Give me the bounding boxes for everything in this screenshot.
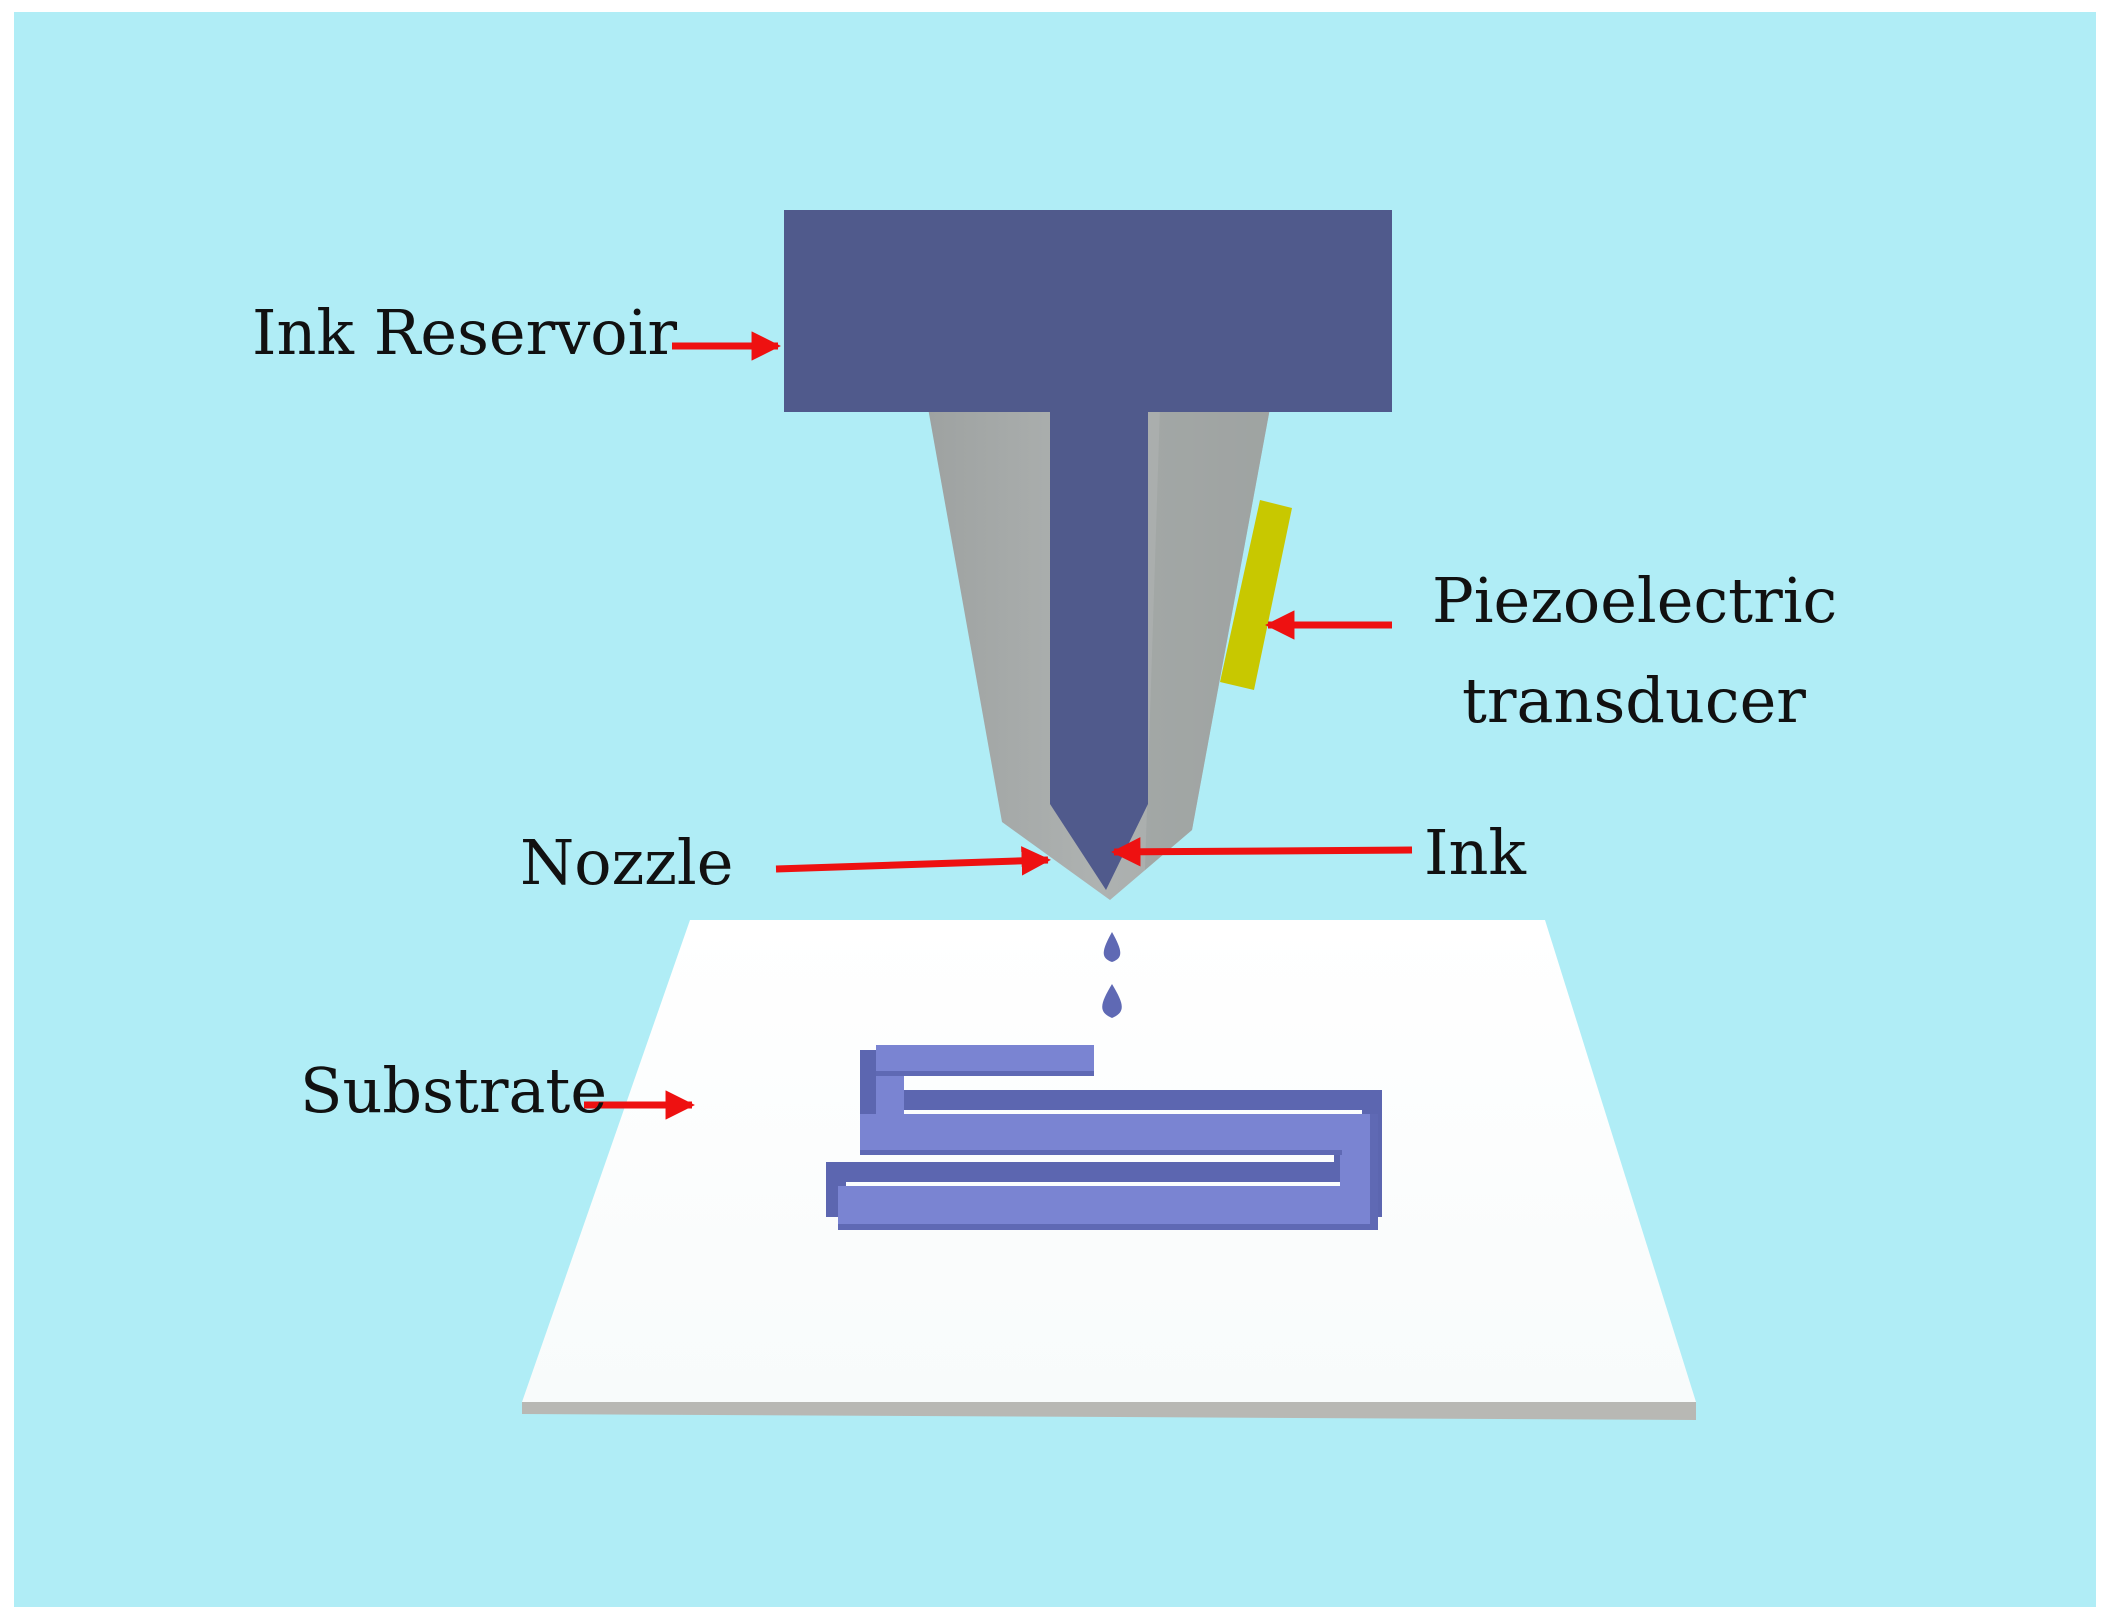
- label-substrate: Substrate: [300, 1054, 607, 1127]
- printed-ink-pattern: [826, 1045, 1382, 1230]
- ink-channel: [1050, 410, 1148, 890]
- arrow-nozzle: [775, 846, 1051, 876]
- ink-droplets: [1102, 932, 1122, 1018]
- label-arrows: [584, 331, 1413, 1120]
- label-transducer: transducer: [1462, 664, 1806, 737]
- label-ink: Ink: [1424, 816, 1526, 889]
- label-ink-reservoir: Ink Reservoir: [252, 296, 677, 369]
- label-nozzle: Nozzle: [520, 826, 733, 899]
- arrow-ink: [1111, 837, 1413, 867]
- piezoelectric-transducer: [1220, 500, 1292, 690]
- substrate: [522, 920, 1696, 1420]
- label-piezoelectric: Piezoelectric: [1432, 564, 1837, 637]
- ink-reservoir: [784, 210, 1392, 412]
